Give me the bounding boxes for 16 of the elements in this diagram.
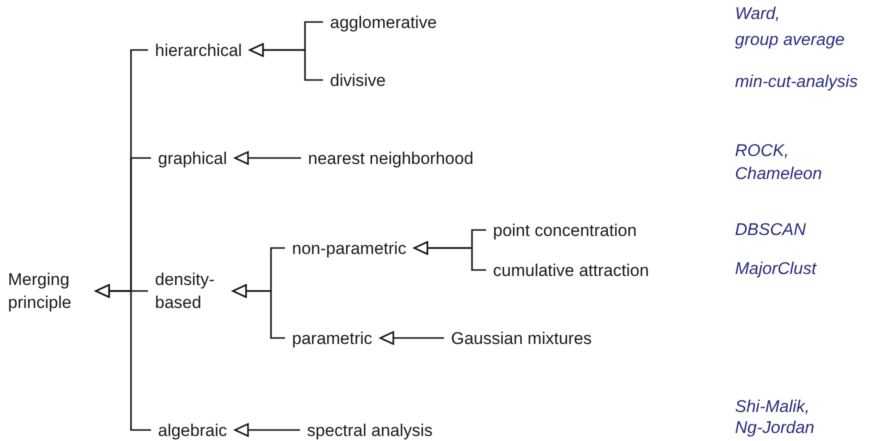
arrow bbox=[249, 43, 323, 81]
arrow bbox=[95, 284, 151, 431]
algorithm-label: Ward, bbox=[735, 4, 780, 24]
arrow bbox=[380, 331, 444, 345]
algorithm-label: Chameleon bbox=[735, 164, 822, 184]
arrow bbox=[234, 151, 301, 165]
arrow bbox=[232, 284, 285, 339]
algorithm-label: DBSCAN bbox=[735, 220, 806, 240]
algorithm-label: Shi-Malik, bbox=[735, 397, 810, 417]
algorithm-label: group average bbox=[735, 30, 845, 50]
algorithm-label: min-cut-analysis bbox=[735, 72, 858, 92]
algorithm-label: Ng-Jordan bbox=[735, 418, 814, 438]
algorithm-label: MajorClust bbox=[735, 259, 816, 279]
algorithm-label: ROCK, bbox=[735, 141, 789, 161]
arrow bbox=[414, 241, 486, 271]
arrow bbox=[234, 423, 300, 437]
